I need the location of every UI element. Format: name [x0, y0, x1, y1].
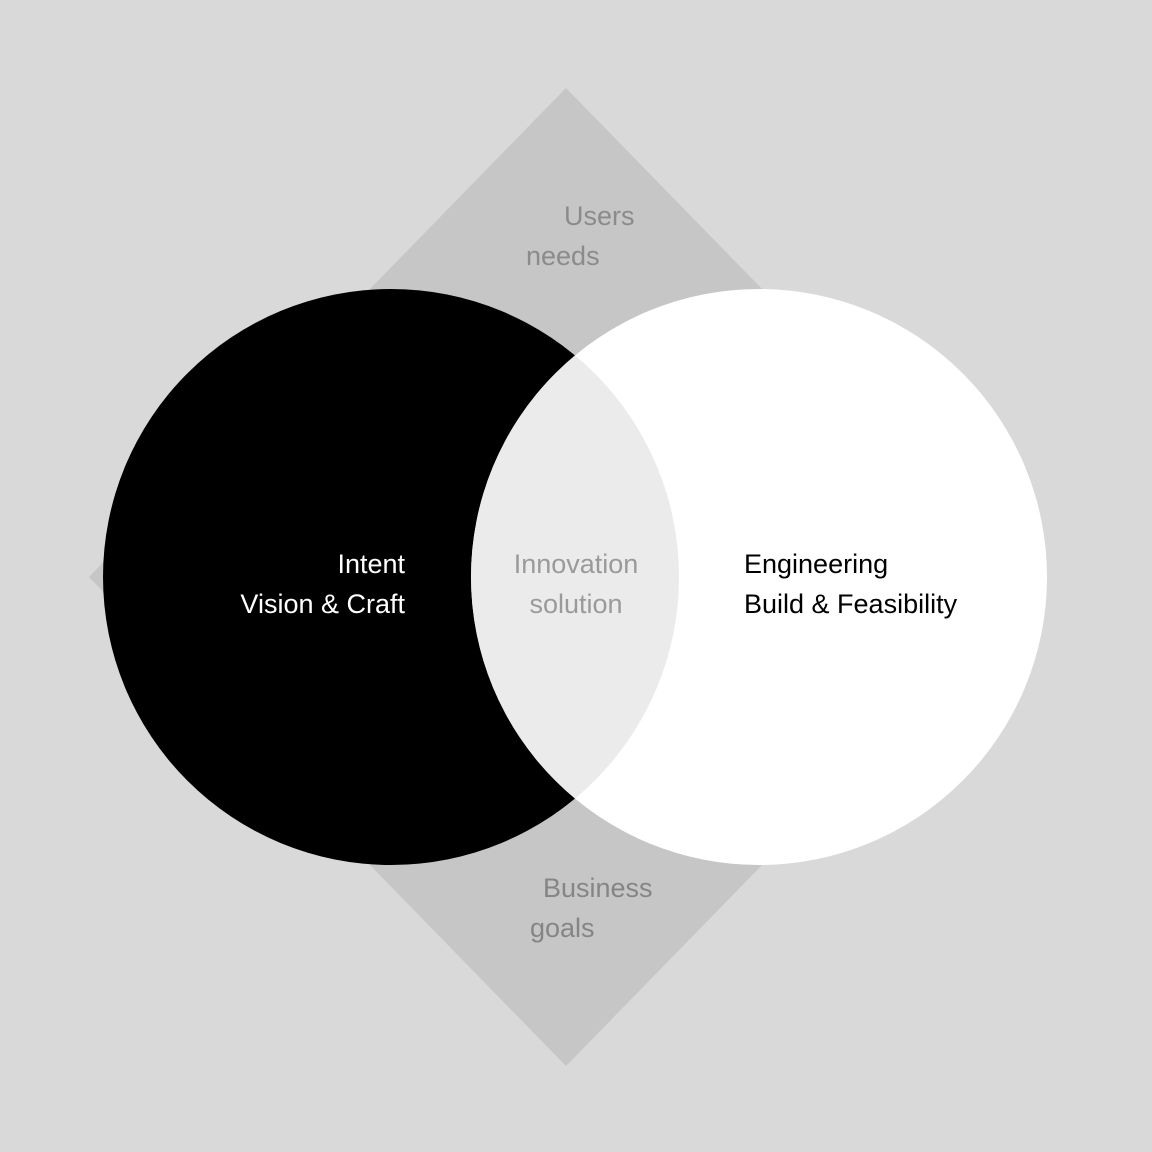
users-needs-line2: needs — [526, 241, 600, 271]
engineering-line2: Build & Feasibility — [744, 589, 958, 619]
innovation-line2: solution — [529, 589, 623, 619]
intent-label: Intent Vision & Craft — [240, 544, 405, 624]
innovation-line1: Innovation — [513, 549, 639, 579]
innovation-label: Innovation solution — [508, 544, 644, 624]
business-goals-line2: goals — [530, 913, 595, 943]
users-needs-label: Users needs — [526, 196, 635, 276]
business-goals-label: Business goals — [530, 868, 653, 948]
intent-line2: Vision & Craft — [240, 589, 405, 619]
intent-line1: Intent — [337, 549, 405, 579]
business-goals-line1: Business — [543, 873, 653, 903]
engineering-line1: Engineering — [744, 549, 889, 579]
engineering-label: Engineering Build & Feasibility — [744, 544, 957, 624]
users-needs-line1: Users — [564, 201, 635, 231]
intersection-lens — [471, 289, 679, 865]
